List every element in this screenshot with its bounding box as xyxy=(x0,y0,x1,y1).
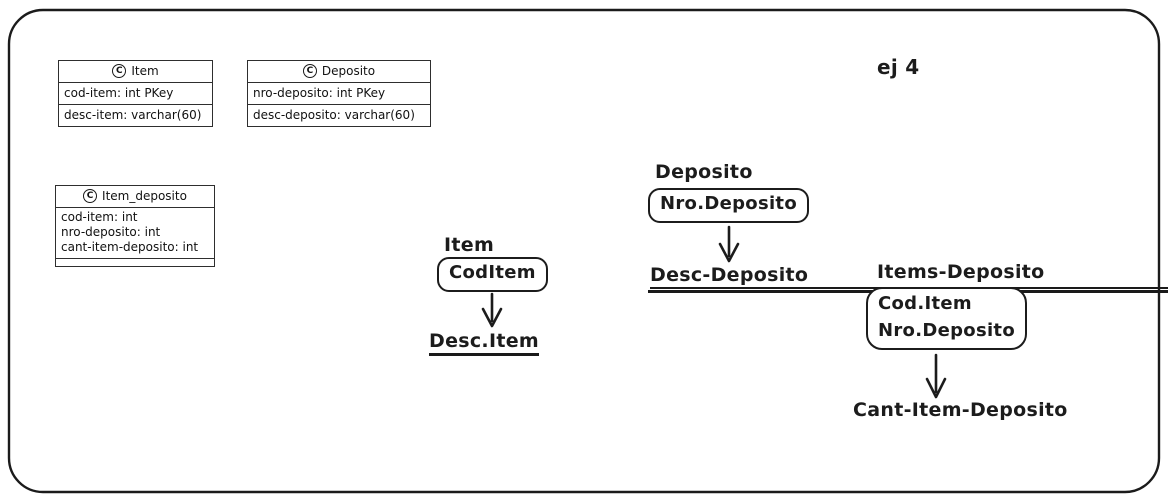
class-attribute: cod-item: int PKey xyxy=(59,82,212,104)
class-circle-icon: C xyxy=(302,64,317,78)
determinant-attribute: Nro.Deposito xyxy=(878,320,1016,341)
determinant-attribute: Cod.Item xyxy=(878,293,972,314)
class-attribute: cod-item: int xyxy=(61,210,138,224)
class-name: Item xyxy=(131,64,159,78)
fd-deposito-title: Deposito xyxy=(655,161,753,183)
uml-class-item-deposito: C Item_deposito cod-item: int nro-deposi… xyxy=(55,185,215,267)
fd-items-deposito-determinant-pill: Cod.Item Nro.Deposito xyxy=(866,287,1028,350)
fd-item-title: Item xyxy=(444,234,495,256)
exercise-label: ej 4 xyxy=(877,55,920,79)
class-attribute: desc-deposito: varchar(60) xyxy=(248,104,430,126)
class-attribute: desc-item: varchar(60) xyxy=(59,104,212,126)
class-attribute: nro-deposito: int xyxy=(61,225,161,239)
fd-items-deposito-dependent: Cant-Item-Deposito xyxy=(853,399,1068,421)
fd-deposito-determinant-pill: Nro.Deposito xyxy=(648,188,810,223)
class-name: Item_deposito xyxy=(102,189,187,203)
class-methods-empty xyxy=(56,258,214,266)
class-header: C Deposito xyxy=(248,61,430,82)
fd-items-deposito-title: Items-Deposito xyxy=(877,261,1045,283)
class-header: C Item_deposito xyxy=(56,186,214,207)
fd-item-dependent: Desc.Item xyxy=(429,330,539,356)
uml-class-deposito: C Deposito nro-deposito: int PKey desc-d… xyxy=(247,60,431,127)
class-circle-icon: C xyxy=(112,64,127,78)
class-header: C Item xyxy=(59,61,212,82)
uml-class-item: C Item cod-item: int PKey desc-item: var… xyxy=(58,60,213,127)
down-arrow-icon xyxy=(925,353,947,399)
class-circle-icon: C xyxy=(83,189,98,203)
down-arrow-icon xyxy=(718,225,740,263)
determinant-attribute: CodItem xyxy=(449,262,536,283)
down-arrow-icon xyxy=(481,292,503,328)
class-attribute: cant-item-deposito: int xyxy=(61,240,199,254)
class-attributes: cod-item: int nro-deposito: int cant-ite… xyxy=(56,207,214,258)
class-name: Deposito xyxy=(321,64,376,78)
class-attribute: nro-deposito: int PKey xyxy=(248,82,430,104)
determinant-attribute: Nro.Deposito xyxy=(660,193,798,214)
fd-item-determinant-pill: CodItem xyxy=(437,257,548,292)
